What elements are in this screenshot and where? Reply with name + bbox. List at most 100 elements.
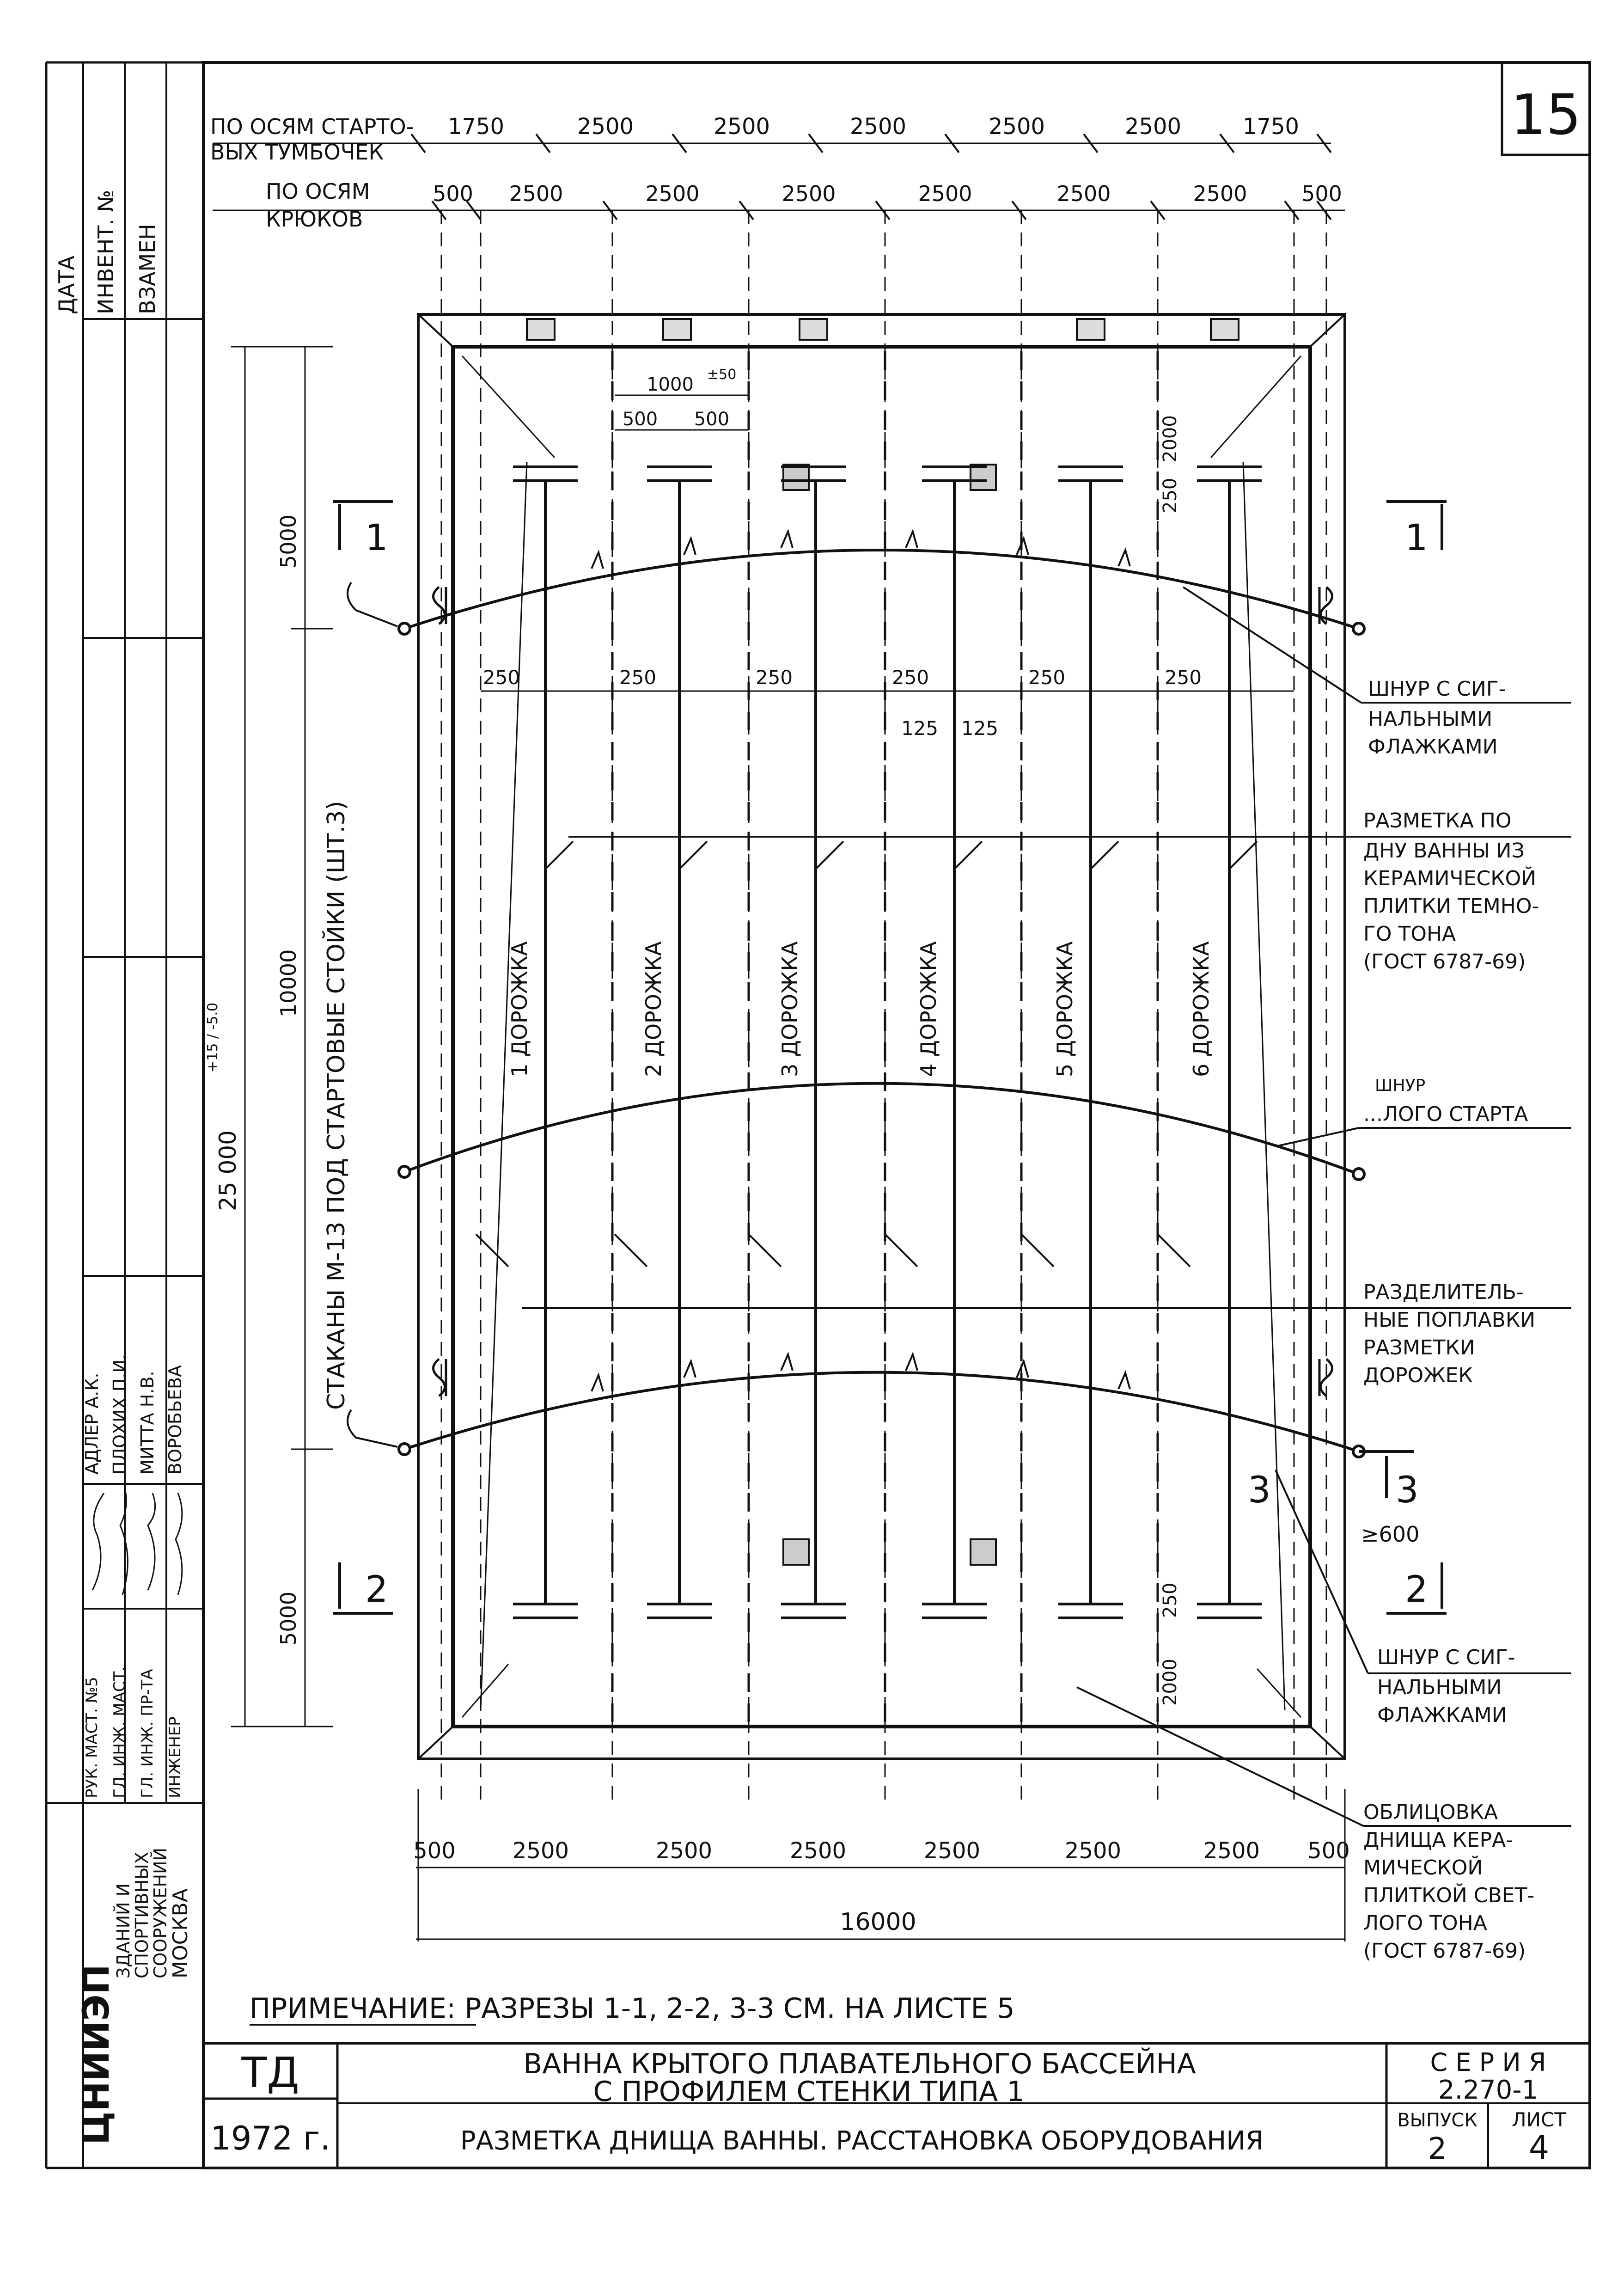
socket [970, 464, 997, 491]
section-1-left: 1 [365, 517, 388, 559]
stamp-role-2: ГЛ. ИНЖ. МАСТ. [110, 1666, 129, 1798]
sheet-value: 4 [1529, 2129, 1550, 2167]
top-row1-values: 1750 2500 2500 2500 2500 2500 1750 [448, 114, 1299, 140]
top-row2-value: 500 [433, 181, 473, 206]
callout-false-start: ШНУР ...ЛОГО СТАРТА [1363, 1076, 1528, 1126]
stamp-name-3: МИТТА Н.В. [137, 1371, 158, 1475]
lane-stripe [1058, 465, 1123, 1619]
dim-end-2000-bottom: 2000 [1160, 1659, 1181, 1706]
lane-label: 4 ДОРОЖКА [916, 941, 941, 1077]
dim-top-block: 1000 [647, 374, 694, 395]
sheet-number-box: 15 [1501, 61, 1591, 156]
top-row2-value: 2500 [918, 181, 972, 206]
diagonal-ticks [475, 840, 1258, 1268]
dim-250-row: 250 250 250 250 250 250 [481, 666, 1294, 692]
section-2-right: 2 [1405, 1569, 1428, 1611]
callout-line: ШНУР С СИГ- [1377, 1646, 1515, 1669]
top-row2-value: 2500 [1056, 181, 1111, 206]
callout-line: ДОРОЖЕК [1363, 1364, 1473, 1387]
stamp-role-1: РУК. МАСТ. №5 [83, 1677, 101, 1798]
bottom-dim-value: 2500 [924, 1838, 980, 1864]
top-dimension-chains: ПО ОСЯМ СТАРТО- ВЫХ ТУМБОЧЕК 1750 2500 2… [210, 114, 1345, 232]
bottom-dim-values: 500 2500 2500 2500 2500 2500 2500 500 [413, 1838, 1350, 1864]
cord-top [404, 549, 1359, 630]
top-row1-value: 2500 [989, 114, 1045, 140]
signal-cords [397, 549, 1366, 1458]
title-line-2: С ПРОФИЛЕМ СТЕНКИ ТИПА 1 [593, 2076, 1025, 2108]
top-row1-label-a: ПО ОСЯМ СТАРТО- [210, 114, 414, 139]
callout-line: ДНИЩА КЕРА- [1363, 1828, 1513, 1852]
title-logo: ТД [241, 2049, 299, 2097]
callout-line: КЕРАМИЧЕСКОЙ [1363, 866, 1536, 890]
callout-lining: ОБЛИЦОВКА ДНИЩА КЕРА- МИЧЕСКОЙ ПЛИТКОЙ С… [1363, 1800, 1534, 1963]
lane-stripe [922, 465, 987, 1619]
lane-stripe [1197, 465, 1262, 1619]
cord-flags [591, 529, 1131, 1392]
sockets-label-group: СТАКАНЫ М-13 ПОД СТАРТОВЫЕ СТОЙКИ (ШТ.3) [322, 582, 398, 1448]
lane-stripe [647, 465, 712, 1619]
cord-bottom [404, 1371, 1359, 1453]
plan-dimensions: 1000 ±50 500 500 2000 250 250 250 250 25… [481, 367, 1419, 1706]
series-value: 2.270-1 [1438, 2075, 1538, 2105]
lane-separators [611, 351, 1159, 1724]
dim-offset-600: ≥600 [1361, 1522, 1419, 1547]
dim-total-length: 25 000 [214, 1130, 241, 1211]
top-row2-value: 2500 [781, 181, 836, 206]
callout-leaders [522, 586, 1571, 1827]
dim-end-250-bottom: 250 [1160, 1583, 1181, 1618]
note: ПРИМЕЧАНИЕ: РАЗРЕЗЫ 1-1, 2-2, 3-3 СМ. НА… [250, 1992, 1015, 2025]
top-row1-value: 2500 [714, 114, 770, 140]
socket [782, 464, 810, 491]
callout-line: НЫЕ ПОПЛАВКИ [1363, 1308, 1535, 1332]
org-line-1: ЗДАНИЙ И [113, 1883, 134, 1978]
top-row1-value: 2500 [850, 114, 906, 140]
top-row1-value: 1750 [448, 114, 504, 140]
bottom-dim-value: 2500 [790, 1838, 846, 1864]
top-row2-values: 500 2500 2500 2500 2500 2500 2500 500 [433, 181, 1342, 206]
bottom-dim-value: 2500 [1065, 1838, 1121, 1864]
top-row1-label-b: ВЫХ ТУМБОЧЕК [210, 140, 384, 165]
issue-value: 2 [1428, 2132, 1447, 2166]
cord-false-start [403, 1082, 1360, 1176]
callout-cord-top: ШНУР С СИГ- НАЛЬНЫМИ ФЛАЖКАМИ [1368, 677, 1506, 759]
top-row2-label-a: ПО ОСЯМ [266, 179, 370, 204]
dim-250: 250 [1165, 666, 1202, 689]
dim-250: 250 [483, 666, 520, 689]
callout-line: РАЗДЕЛИТЕЛЬ- [1363, 1280, 1524, 1304]
callout-line: ЛОГО ТОНА [1363, 1911, 1487, 1935]
section-1-right: 1 [1405, 517, 1428, 559]
starting-block [799, 318, 828, 341]
title-block: ТД 1972 г. ВАННА КРЫТОГО ПЛАВАТЕЛЬНОГО Б… [203, 2042, 1590, 2168]
dim-left-5000-top: 5000 [276, 514, 301, 569]
stamp-name-1: АДЛЕР А.К. [82, 1373, 102, 1475]
dim-250: 250 [1028, 666, 1065, 689]
left-dimensions: 5000 10000 5000 25 000 +15 / -5.0 [205, 346, 333, 1727]
dim-left-5000-bottom: 5000 [276, 1592, 301, 1646]
section-2-left: 2 [365, 1569, 388, 1611]
socket [782, 1538, 810, 1566]
taper-lines [480, 462, 1286, 1711]
org-line-3: СООРУЖЕНИЙ [150, 1848, 171, 1978]
top-row2-value: 2500 [509, 181, 563, 206]
wall-hooks [432, 586, 1333, 1397]
lane-label: 5 ДОРОЖКА [1052, 941, 1077, 1077]
callout-line: ШНУР [1375, 1076, 1425, 1095]
lane-labels: 1 ДОРОЖКА 2 ДОРОЖКА 3 ДОРОЖКА 4 ДОРОЖКА … [507, 941, 1214, 1077]
callout-line: МИЧЕСКОЙ [1363, 1855, 1483, 1880]
bottom-dim-value: 500 [1307, 1838, 1350, 1864]
lane-stripe [781, 465, 846, 1619]
sheet-frame [45, 61, 1591, 2169]
dim-center-125-a: 125 [901, 717, 938, 740]
stamp-name-4: ВОРОБЬЕВА [165, 1365, 185, 1475]
dim-half-a: 500 [623, 409, 658, 430]
lane-label: 2 ДОРОЖКА [641, 941, 666, 1077]
callout-line: ГО ТОНА [1363, 922, 1456, 946]
dim-end-2000-top: 2000 [1160, 415, 1181, 462]
sockets-label: СТАКАНЫ М-13 ПОД СТАРТОВЫЕ СТОЙКИ (ШТ.3) [322, 801, 350, 1410]
dim-top-block-tol: ±50 [707, 367, 736, 383]
top-row1-value: 1750 [1243, 114, 1299, 140]
socket [970, 1538, 997, 1566]
bottom-total: 16000 [840, 1908, 916, 1936]
section-3-right: 3 [1396, 1470, 1419, 1511]
starting-block [1076, 318, 1105, 341]
